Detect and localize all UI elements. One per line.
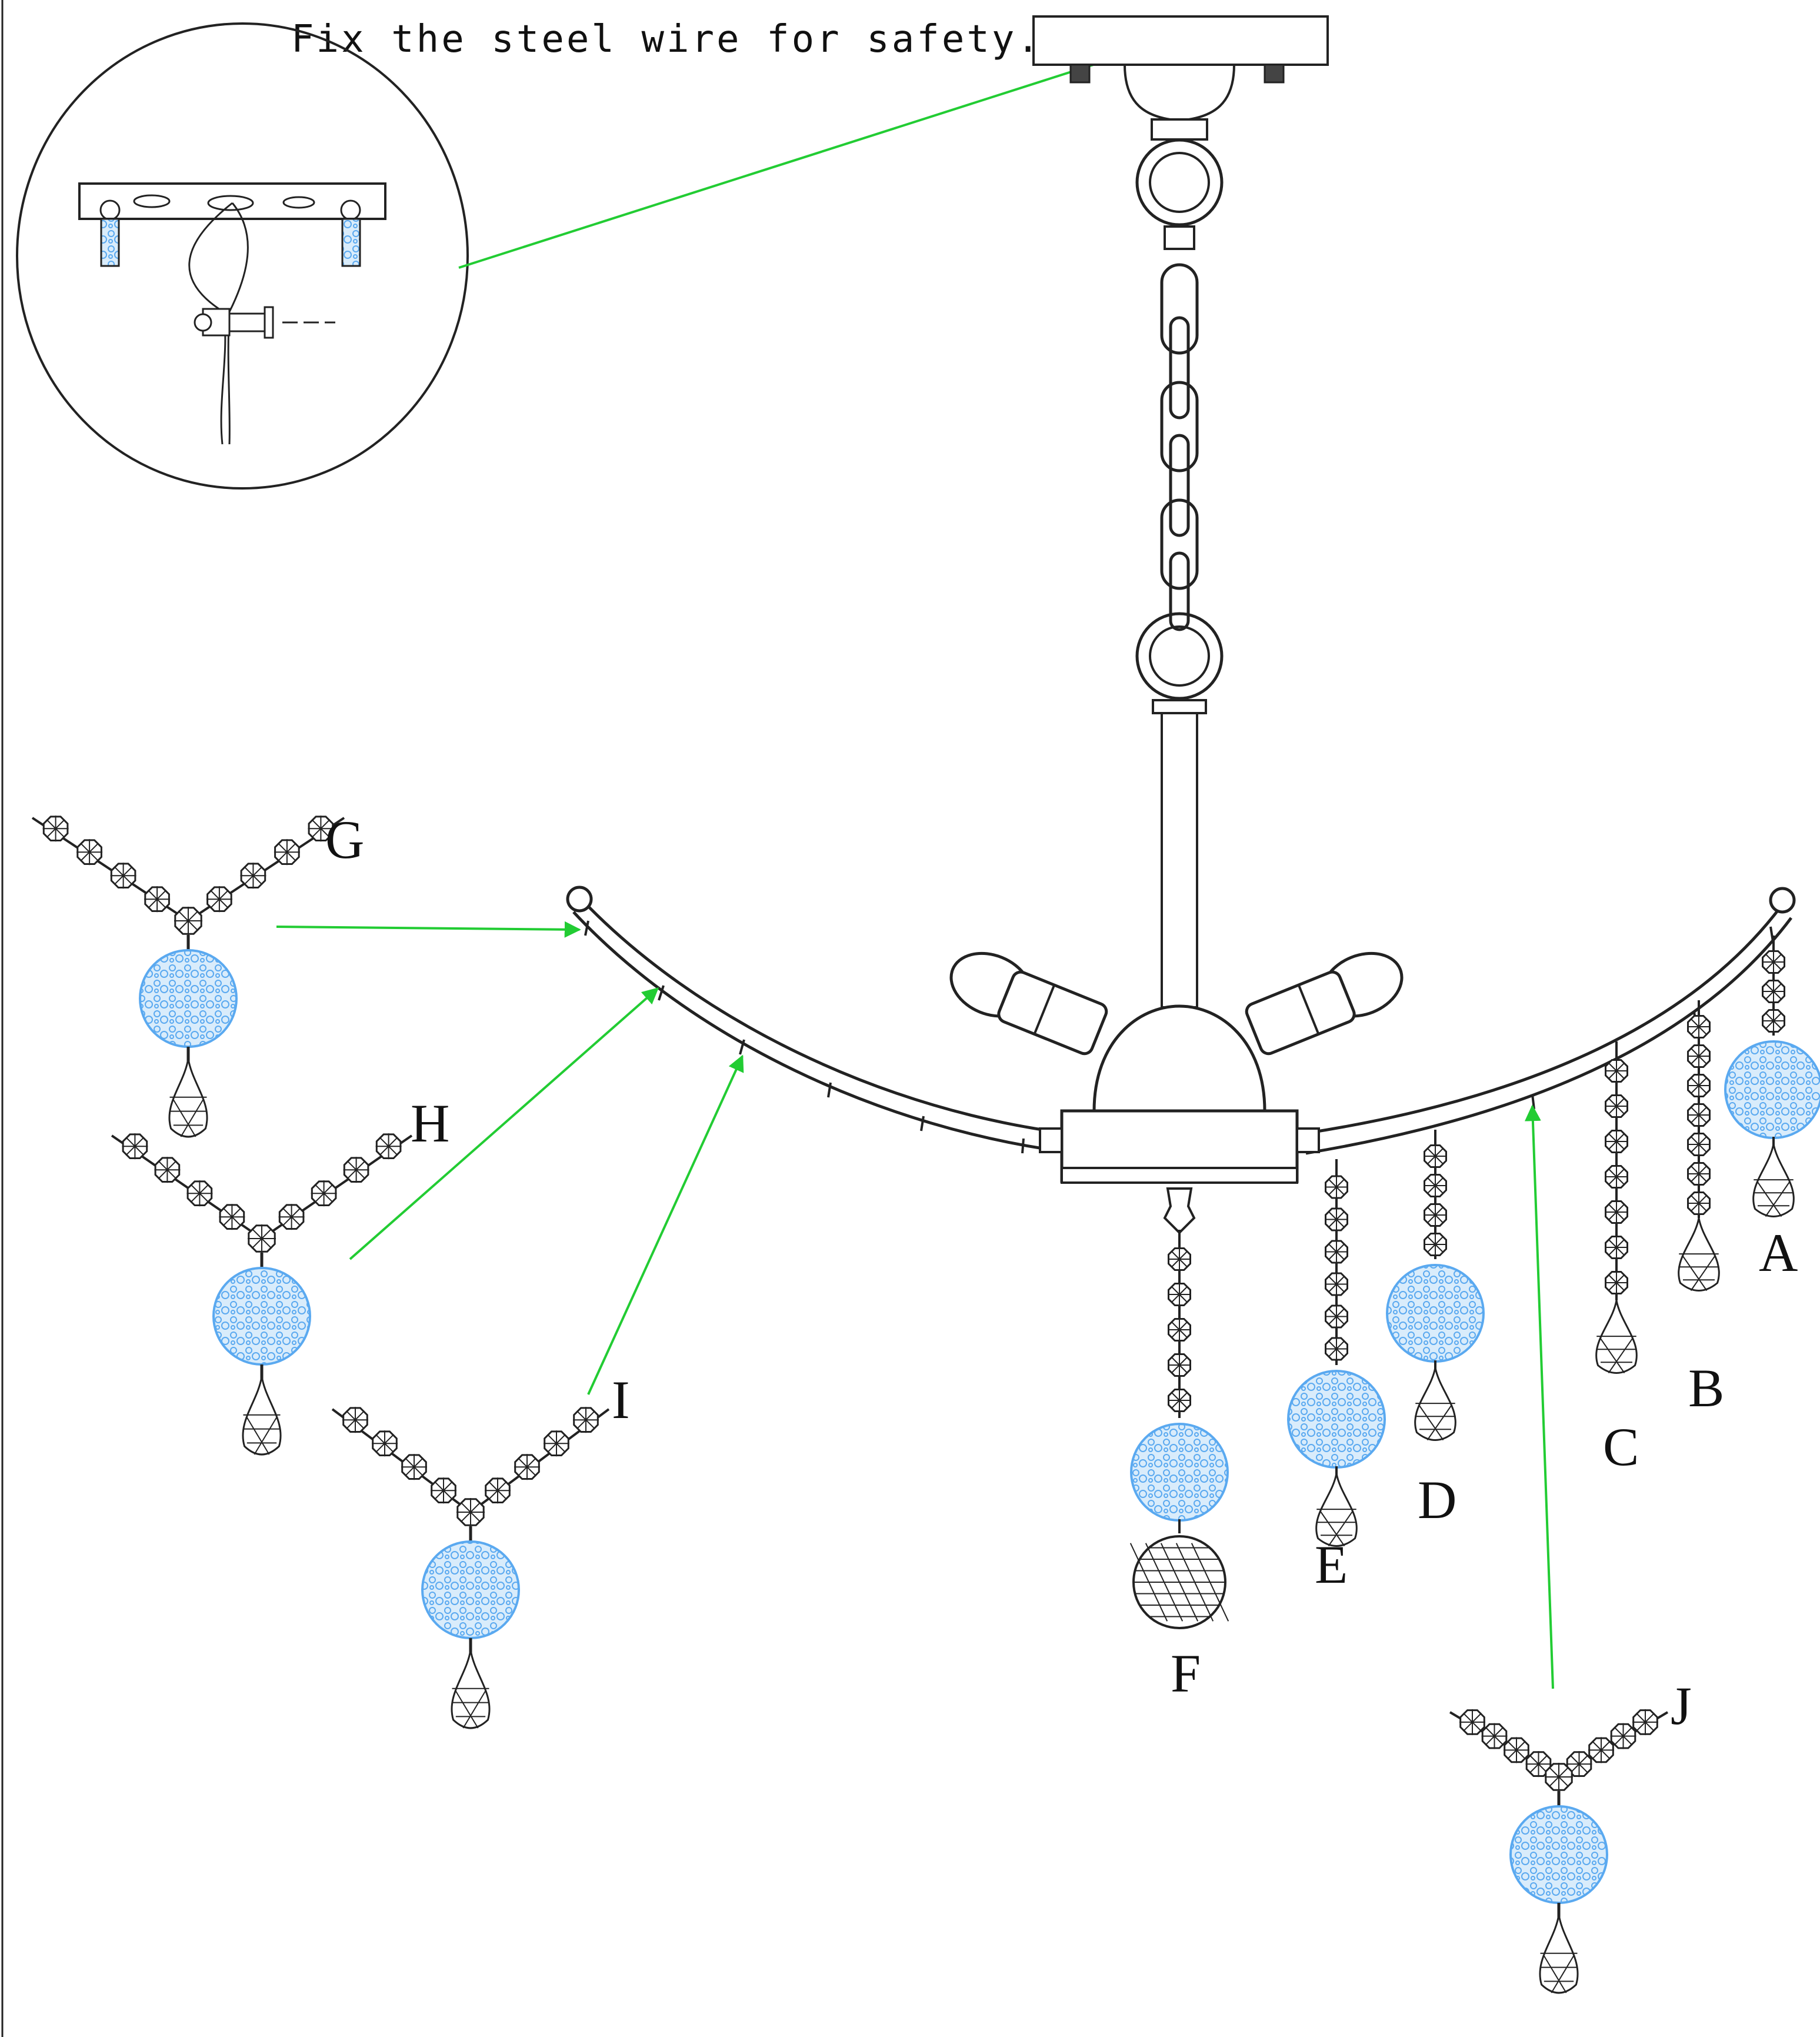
crystal-ball [1724,1040,1820,1139]
ceiling-canopy [1032,15,1329,141]
strand-d [1386,1130,1485,1441]
crystal-ball [1130,1423,1229,1522]
crystal-ball [1386,1264,1485,1363]
label-f: F [1171,1643,1201,1703]
strand-f [1129,1230,1229,1629]
label-c: C [1603,1417,1639,1477]
label-e: E [1315,1535,1348,1595]
strand-g [31,816,345,1138]
steel-wire-detail [16,22,469,490]
crystal-strands [31,816,1820,1994]
curved-arm [566,886,1796,1155]
strand-b [1678,1000,1720,1292]
hanging-chain [1135,138,1224,714]
arrow-h [349,987,659,1260]
label-b: B [1688,1358,1724,1418]
crystal-ball [1509,1805,1608,1904]
downrod [1161,712,1198,1008]
strand-i [331,1407,610,1729]
label-i: I [612,1370,630,1430]
label-g: G [325,810,364,870]
crystal-ball [212,1267,311,1366]
label-d: D [1418,1470,1456,1530]
label-a: A [1759,1223,1798,1283]
arrow-j [1524,1104,1554,1689]
label-h: H [411,1093,449,1153]
arrow-g [276,921,581,938]
right-candle-socket [1245,951,1404,1056]
crystal-ball [139,949,238,1048]
center-body [1039,1004,1320,1234]
crystal-ball [1287,1370,1386,1469]
strand-h [111,1133,413,1456]
strand-a [1724,936,1820,1217]
left-candle-socket [949,951,1108,1056]
crystal-ball [421,1540,520,1639]
strand-c [1595,1041,1638,1374]
strand-e [1287,1159,1386,1547]
arrow-i [587,1054,744,1395]
safety-note: Fix the steel wire for safety. [291,18,1042,61]
label-j: J [1671,1676,1692,1736]
detail-arrow [458,36,1172,269]
strand-j [1449,1709,1669,1994]
